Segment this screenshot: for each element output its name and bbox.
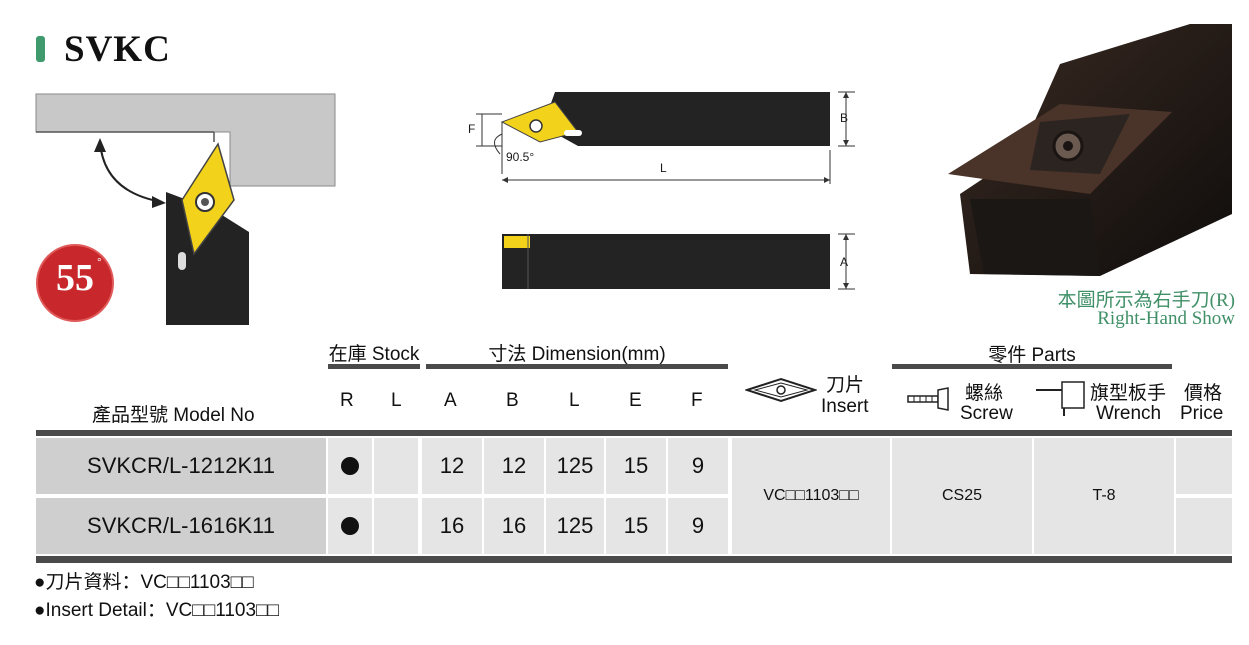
table-row-1-L: 125 bbox=[546, 438, 604, 494]
dim-F-label: F bbox=[468, 122, 476, 136]
turning-illustration bbox=[35, 93, 336, 325]
table-row-1-A: 12 bbox=[422, 438, 482, 494]
wrench-code-cell: T-8 bbox=[1034, 438, 1174, 554]
dim-L-label: L bbox=[660, 161, 667, 175]
header-A: A bbox=[444, 390, 457, 411]
photo-caption-cn: 本圖所示為右手刀(R) bbox=[1057, 290, 1235, 311]
table-row-2-model: SVKCR/L-1616K11 bbox=[36, 498, 326, 554]
table-row-2-L: 125 bbox=[546, 498, 604, 554]
header-price-en: Price bbox=[1180, 403, 1224, 424]
product-photo bbox=[948, 24, 1232, 276]
angle-label: 90.5° bbox=[506, 150, 535, 164]
header-dimension: 寸法 Dimension(mm) bbox=[488, 344, 666, 365]
technical-drawing bbox=[476, 91, 855, 290]
in-stock-dot bbox=[341, 517, 359, 535]
table-row-1-E: 15 bbox=[606, 438, 666, 494]
screw-code-cell: CS25 bbox=[892, 438, 1032, 554]
title-accent-bar bbox=[36, 36, 45, 62]
table-bottom-rule bbox=[36, 556, 1232, 563]
header-E: E bbox=[629, 390, 642, 411]
dim-A-label: A bbox=[840, 255, 849, 269]
header-F: F bbox=[691, 390, 703, 411]
header-price-cn: 價格 bbox=[1184, 383, 1223, 404]
header-model: 產品型號 Model No bbox=[92, 405, 255, 426]
note-insert-en: ●Insert Detail：VC□□1103□□ bbox=[34, 600, 280, 621]
parts-group-line bbox=[892, 364, 1172, 369]
table-row-1-model: SVKCR/L-1212K11 bbox=[36, 438, 326, 494]
header-wrench-cn: 旗型板手 bbox=[1090, 383, 1167, 404]
table-row-2-B: 16 bbox=[484, 498, 544, 554]
table-row-2-stock-R bbox=[328, 498, 372, 554]
header-parts: 零件 Parts bbox=[988, 345, 1076, 366]
dimension-group-line bbox=[426, 364, 728, 369]
dim-B-label: B bbox=[840, 111, 849, 125]
header-B: B bbox=[506, 390, 519, 411]
stock-group-line bbox=[328, 364, 420, 369]
table-row-1-F: 9 bbox=[668, 438, 728, 494]
degree-sign: ° bbox=[97, 255, 102, 269]
table-row-1-price bbox=[1176, 438, 1232, 494]
table-row-2-A: 16 bbox=[422, 498, 482, 554]
insert-code-cell: VC□□1103□□ bbox=[732, 438, 890, 554]
table-row-1-B: 12 bbox=[484, 438, 544, 494]
page-title: SVKC bbox=[64, 29, 171, 70]
table-row-1-stock-L bbox=[374, 438, 418, 494]
table-top-rule bbox=[36, 430, 1232, 436]
table-row-2-F: 9 bbox=[668, 498, 728, 554]
header-insert-en: Insert bbox=[821, 396, 869, 417]
header-L-stock: L bbox=[391, 390, 402, 411]
wrench-icon bbox=[1036, 381, 1085, 416]
screw-icon bbox=[907, 387, 949, 411]
in-stock-dot bbox=[341, 457, 359, 475]
note-insert-cn: ●刀片資料：VC□□1103□□ bbox=[34, 572, 254, 593]
angle-badge-value: 55 bbox=[56, 257, 94, 299]
table-row-2-E: 15 bbox=[606, 498, 666, 554]
header-stock: 在庫 Stock bbox=[328, 344, 420, 365]
insert-icon bbox=[745, 377, 817, 403]
header-wrench-en: Wrench bbox=[1096, 403, 1162, 424]
header-insert-cn: 刀片 bbox=[826, 375, 865, 396]
table-row-2-price bbox=[1176, 498, 1232, 554]
header-R: R bbox=[340, 390, 354, 411]
header-screw-en: Screw bbox=[960, 403, 1013, 424]
photo-caption-en: Right-Hand Show bbox=[1097, 308, 1235, 329]
table-row-1-stock-R bbox=[328, 438, 372, 494]
angle-badge bbox=[36, 244, 114, 322]
table-row-2-stock-L bbox=[374, 498, 418, 554]
header-L-dim: L bbox=[569, 390, 580, 411]
header-screw-cn: 螺絲 bbox=[965, 383, 1004, 404]
